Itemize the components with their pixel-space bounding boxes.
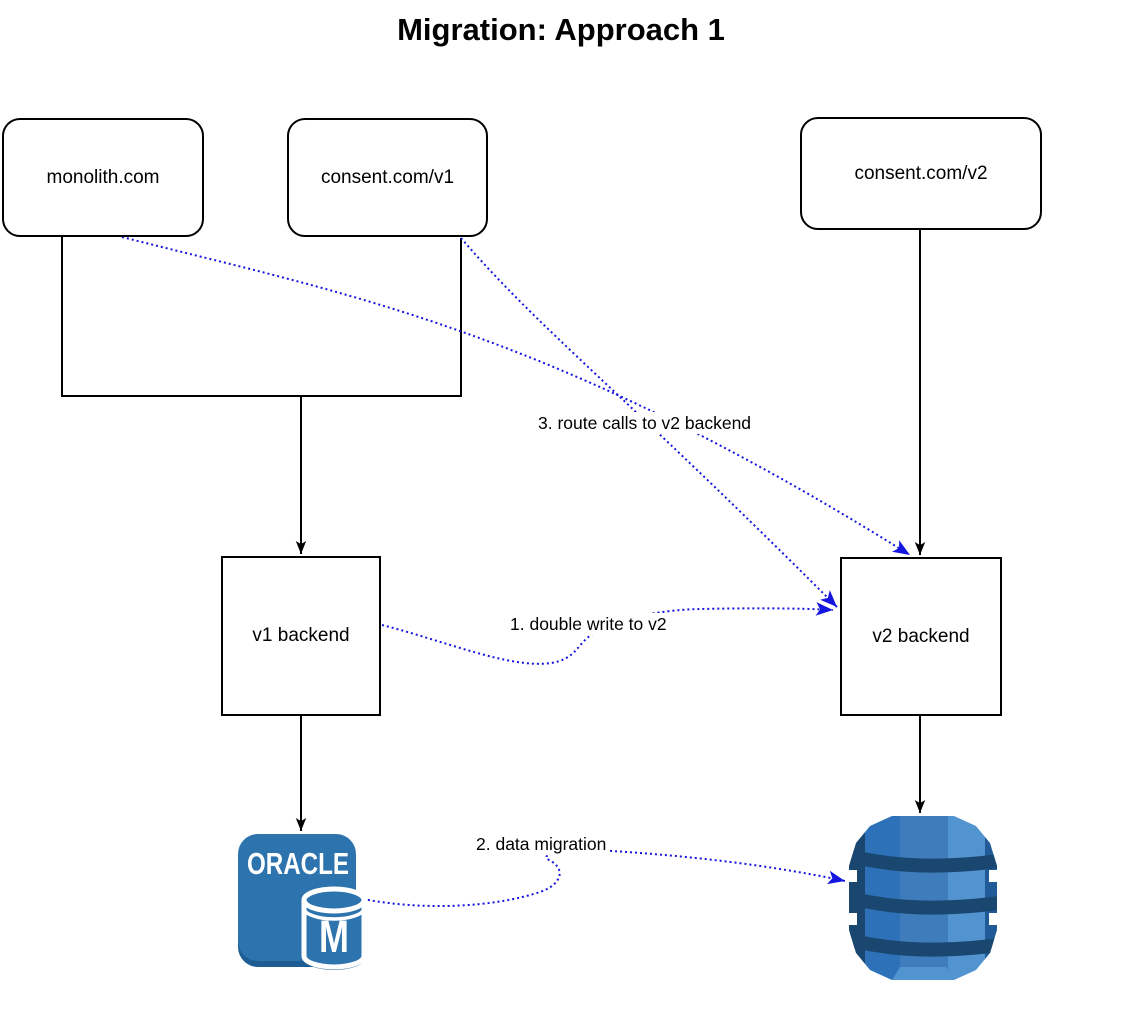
mysql-monogram: M xyxy=(319,911,349,962)
dynamodb-notch xyxy=(849,913,857,925)
dynamodb-bottom-bevel xyxy=(892,967,954,980)
dynamodb-notch xyxy=(989,870,997,882)
edge-data-migration-oracle-to-dynamodb xyxy=(362,849,846,908)
edge-label-data-migration: 2. data migration xyxy=(474,833,609,855)
node-v1-backend-label: v1 backend xyxy=(252,625,350,646)
edge-bracket-monolith-consentv1 xyxy=(61,237,462,397)
node-v2-backend-label: v2 backend xyxy=(872,625,970,647)
node-consent-v2: consent.com/v2 xyxy=(800,117,1042,230)
node-v1-backend: v1 backend xyxy=(221,556,381,716)
edge-consentv1-route-to-v2-backend xyxy=(460,237,838,608)
aws-dynamodb-icon xyxy=(849,816,997,980)
cylinder-rim-icon xyxy=(302,907,366,921)
edge-label-route-calls: 3. route calls to v2 backend xyxy=(536,412,754,434)
edge-monolith-route-to-v2-backend xyxy=(121,236,911,556)
dynamodb-band xyxy=(849,890,997,915)
node-monolith: monolith.com xyxy=(2,118,204,237)
oracle-mysql-database-icon: ORACLE M xyxy=(238,834,367,970)
node-consent-v1: consent.com/v1 xyxy=(287,118,488,237)
node-consent-v2-label: consent.com/v2 xyxy=(854,162,988,184)
node-v2-backend: v2 backend xyxy=(840,557,1002,716)
diagram-title: Migration: Approach 1 xyxy=(397,12,725,47)
node-monolith-label: monolith.com xyxy=(46,166,160,188)
oracle-wordmark: ORACLE xyxy=(247,846,349,881)
dynamodb-notch xyxy=(849,870,857,882)
dynamodb-notch xyxy=(989,913,997,925)
node-consent-v1-label: consent.com/v1 xyxy=(320,166,455,188)
edge-label-double-write: 1. double write to v2 xyxy=(508,613,669,635)
dynamodb-band xyxy=(849,932,997,957)
dynamodb-band xyxy=(849,848,997,873)
cylinder-top-icon xyxy=(301,886,367,914)
